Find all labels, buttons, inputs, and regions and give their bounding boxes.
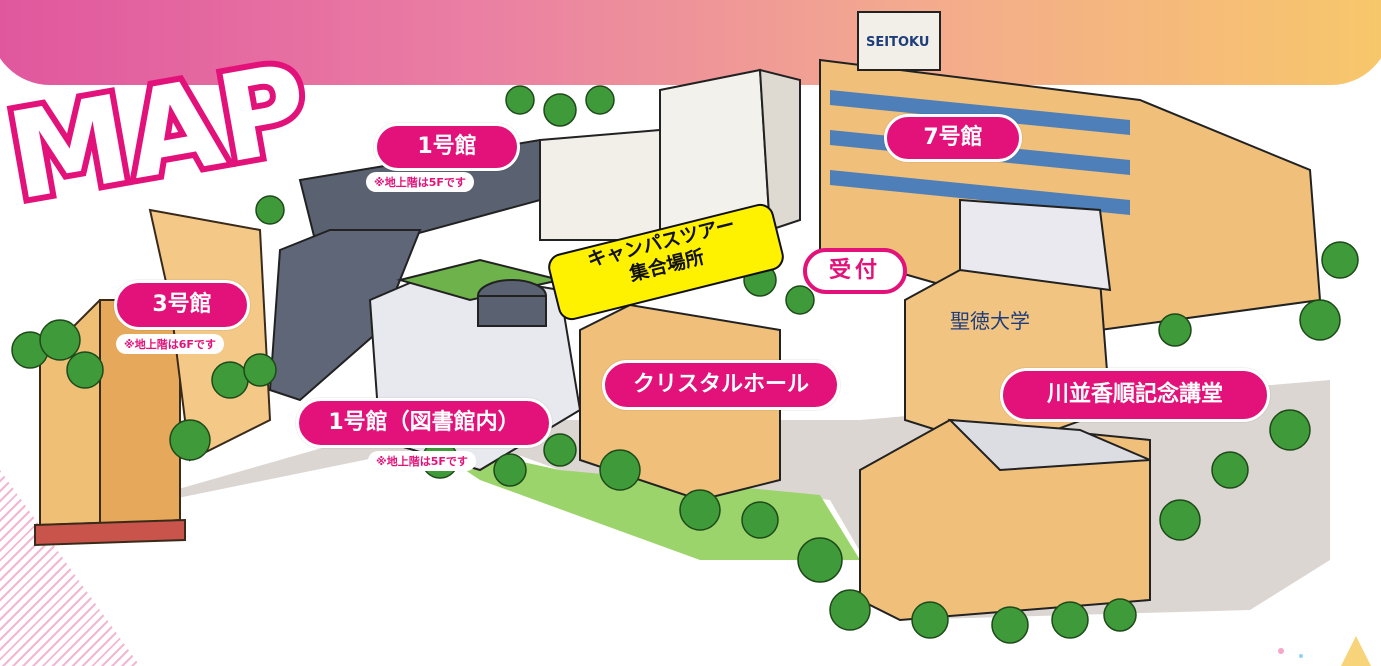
front-right-building [859,418,1151,622]
trees [11,85,1359,644]
header-banner [0,0,1381,85]
rooftop-sign: SEITOKU [866,35,929,50]
confetti-decoration [1278,636,1371,666]
label-auditorium[interactable]: 川並香順記念講堂 [1000,368,1270,422]
label-crystal-hall[interactable]: クリスタルホール [602,360,840,410]
white-tower [659,68,801,242]
label-building-3[interactable]: 3号館 [114,280,250,330]
note-library: ※地上階は5Fです [368,451,476,471]
label-building-7[interactable]: 7号館 [884,114,1022,162]
reception-label[interactable]: 受付 [803,248,907,294]
building-1 [268,128,661,402]
label-library[interactable]: 1号館（図書館内） [296,398,552,448]
building-sign: 聖徳大学 [950,309,1030,333]
note-building-1: ※地上階は5Fです [366,172,474,192]
note-building-3: ※地上階は6Fです [116,334,224,354]
label-building-1[interactable]: 1号館 [374,123,520,171]
